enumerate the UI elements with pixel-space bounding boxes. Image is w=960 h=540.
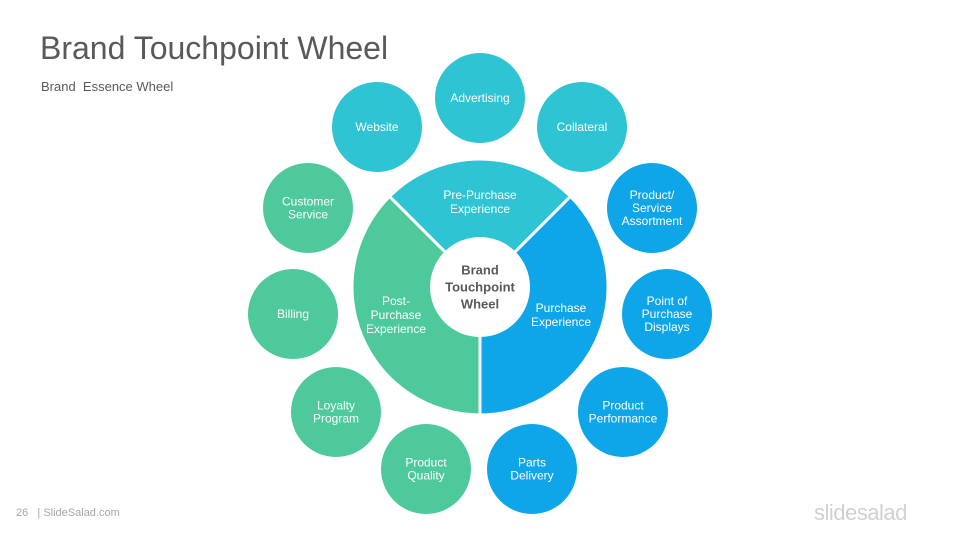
segment-pre [387,157,573,289]
brand-logo: slidesalad [814,500,907,525]
touchpoint-website-circle [332,82,422,172]
touchpoint-billing-circle [248,269,338,359]
touchpoint-customer-service-circle [263,163,353,253]
touchpoint-product-performance-circle [578,367,668,457]
footer-source: | SlideSalad.com [37,507,120,519]
footer: 26 | SlideSalad.com [16,507,120,519]
segment-purchase [478,194,610,417]
touchpoint-advertising-circle [435,53,525,143]
touchpoint-advertising-label: Advertising [450,91,509,105]
touchpoint-website: Website [332,82,422,172]
touchpoint-collateral-circle [537,82,627,172]
touchpoint-collateral-label: Collateral [557,120,608,134]
touchpoint-parts-delivery-circle [487,424,577,514]
touchpoint-website-label: Website [355,120,398,134]
touchpoint-advertising: Advertising [435,53,525,143]
page-title: Brand Touchpoint Wheel [40,30,389,66]
touchpoint-point-of-purchase-displays-circle [622,269,712,359]
touchpoint-product-service-assortment-circle [607,163,697,253]
hub-circle [430,237,530,337]
touchpoint-collateral: Collateral [537,82,627,172]
page-subtitle: Brand Essence Wheel [41,79,174,94]
touchpoint-billing-label: Billing [277,307,309,321]
segment-post [350,194,482,417]
touchpoint-loyalty-program-circle [291,367,381,457]
page-number: 26 [16,507,29,519]
touchpoint-product-quality-circle [381,424,471,514]
touchpoint-billing: Billing [248,269,338,359]
